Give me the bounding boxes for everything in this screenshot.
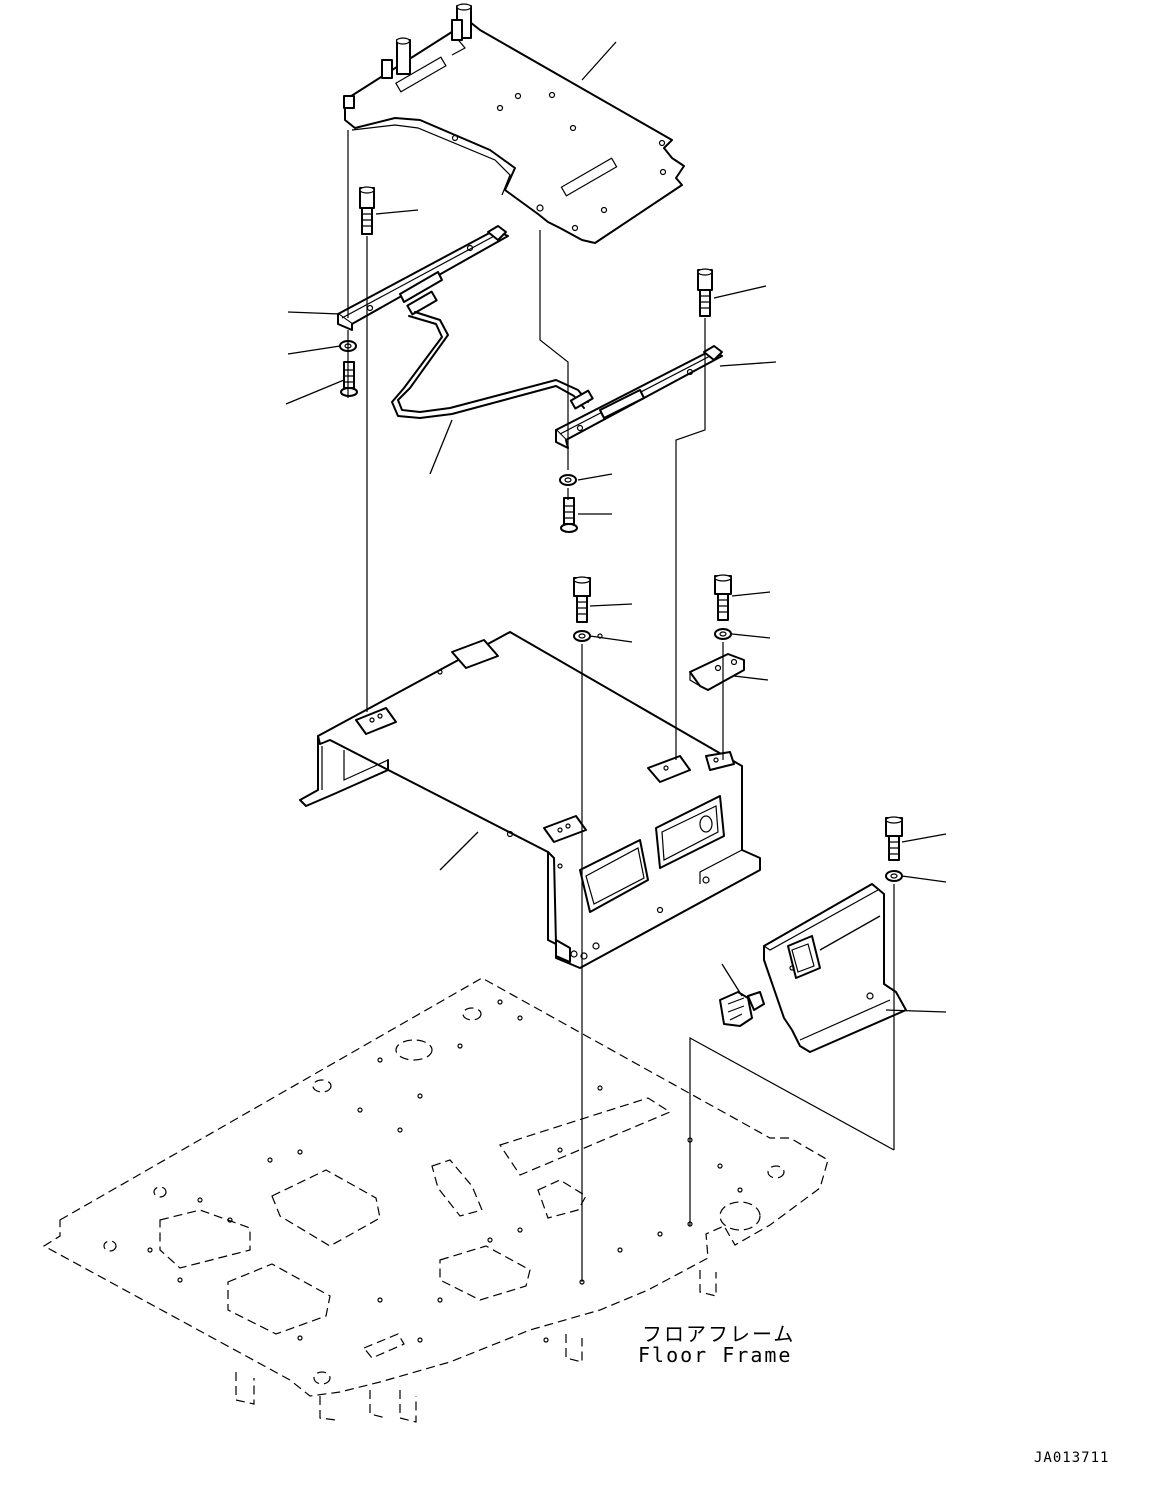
hex-bolt-mid-right [714,574,732,621]
plate-stud-2 [395,37,411,75]
bolt-center-short [560,497,578,533]
hex-bolt-upper-left [359,186,375,235]
seat-mount-plate [343,3,685,244]
seat-stand-bracket [299,631,761,969]
callout-leaders [285,41,947,1013]
floor-frame-outline [42,977,829,1423]
hex-bolt-upper-right [697,268,713,317]
assembly-center-lines [347,130,895,1282]
washer-mid-left [573,630,591,642]
washer-mid-right [714,628,732,640]
floor-frame-holes [147,999,743,1343]
drawing-number: JA013711 [1034,1450,1110,1466]
small-bracket [689,653,745,691]
right-seat-rail [555,345,723,449]
switch-connector [719,991,765,1027]
floor-frame-label-japanese: フロアフレーム [642,1322,796,1346]
washer-center [559,474,577,486]
floor-frame-label-english: Floor Frame [638,1343,793,1367]
bolt-left-short [340,361,358,397]
left-seat-rail [337,225,509,331]
washer-lower-right [885,870,903,882]
hex-bolt-mid-left [573,576,591,623]
hex-bolt-lower-right [885,816,903,861]
slide-lever-bar [391,311,594,419]
cover-plate [763,883,907,1053]
plate-stud-1 [451,3,472,41]
